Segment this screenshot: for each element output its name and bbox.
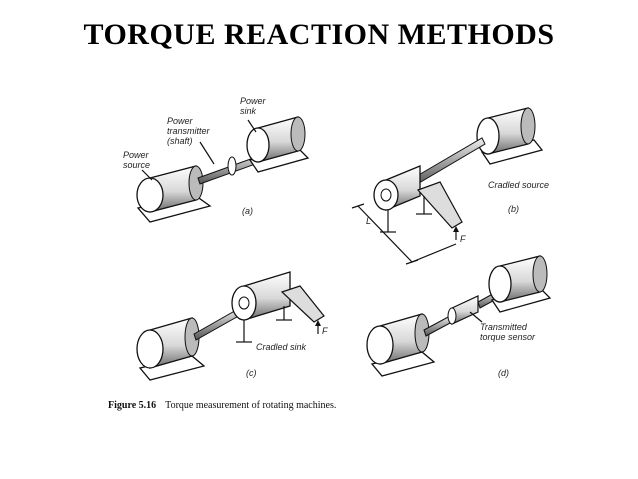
figure-caption-text: Torque measurement of rotating machines. <box>165 400 336 411</box>
panel-d-tag: (d) <box>498 368 509 378</box>
panel-a-tag: (a) <box>242 206 253 216</box>
label-cradled-source: Cradled source <box>488 180 549 190</box>
panel-d: Transmitted torque sensor (d) <box>366 255 552 378</box>
label-power-sink: Power sink <box>240 96 268 116</box>
label-L: L <box>366 216 371 226</box>
panel-b: L F Cradled source (b) <box>351 107 549 265</box>
figure-caption: Figure 5.16 Torque measurement of rotati… <box>108 395 336 412</box>
panel-c: F Cradled sink (c) <box>136 271 328 381</box>
label-torque-sensor: Transmitted torque sensor <box>480 322 536 342</box>
label-F-b: F <box>460 234 466 244</box>
label-power-transmitter: Power transmitter (shaft) <box>167 116 212 146</box>
label-power-source: Power source <box>123 150 151 170</box>
label-F-c: F <box>322 326 328 336</box>
label-cradled-sink: Cradled sink <box>256 342 307 352</box>
figure-number: Figure 5.16 <box>108 400 156 411</box>
slide-title: TORQUE REACTION METHODS <box>83 18 555 51</box>
panel-c-tag: (c) <box>246 368 257 378</box>
panel-a: Power source Power transmitter (shaft) P… <box>123 96 310 223</box>
panel-b-tag: (b) <box>508 204 519 214</box>
